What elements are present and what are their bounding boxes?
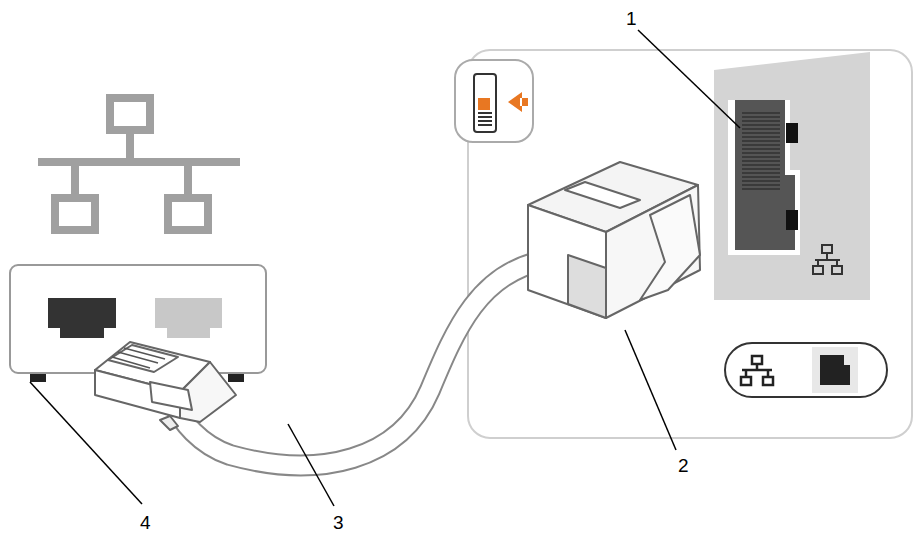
latch-icon xyxy=(455,60,533,142)
network-cable xyxy=(175,260,548,465)
port-panel xyxy=(714,52,870,300)
port-badge xyxy=(725,343,887,397)
rj45-plug-small xyxy=(95,342,236,430)
panel-frame xyxy=(468,50,912,438)
rj45-plug xyxy=(528,162,700,318)
callout-number: 4 xyxy=(138,512,153,533)
callout-number: 3 xyxy=(331,512,346,533)
network-device xyxy=(10,265,266,382)
network-symbol xyxy=(38,98,240,230)
leader-lines xyxy=(30,30,740,506)
callout-number: 2 xyxy=(676,455,691,476)
callout-number: 1 xyxy=(624,8,639,29)
